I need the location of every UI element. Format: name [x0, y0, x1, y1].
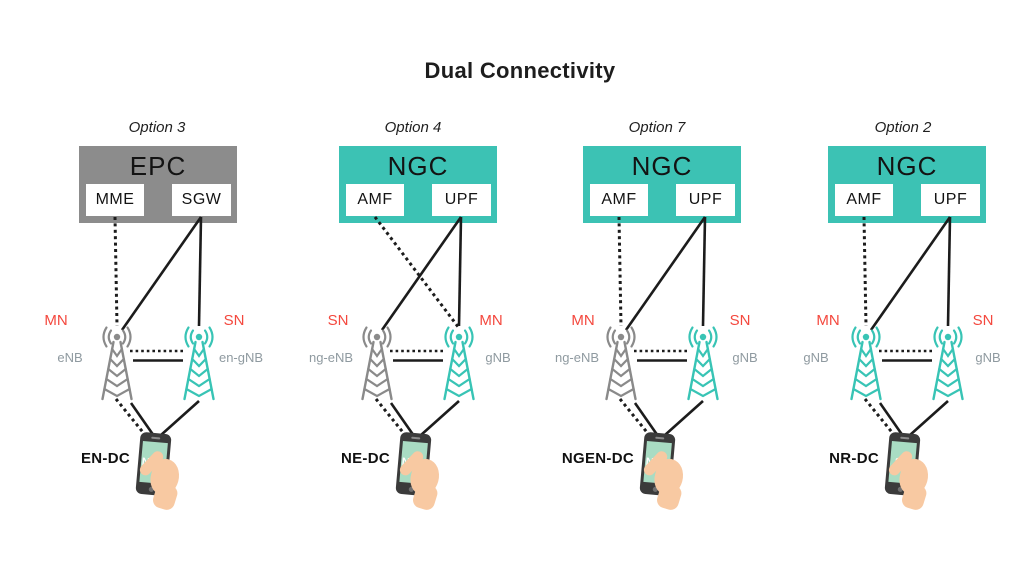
role-label-mn: MN	[816, 312, 840, 329]
user-plane-link-right	[946, 216, 952, 327]
upf-node: UPF	[432, 184, 491, 216]
ue-phone: SA	[883, 431, 932, 512]
dc-name-ne-dc: NE-DC	[341, 450, 390, 467]
user-plane-link-left	[869, 216, 952, 331]
ue-user-link-right	[420, 400, 460, 436]
page-title: Dual Connectivity	[424, 58, 616, 83]
ran-label-gnb: gNB	[485, 350, 511, 365]
ue-user-link-left	[878, 402, 905, 437]
user-plane-link-left	[380, 216, 463, 331]
ue-user-link-right	[909, 400, 949, 436]
ran-label-gnb: gNB	[803, 350, 829, 365]
core-name: EPC	[129, 151, 187, 181]
ng-enb-tower-icon	[361, 326, 393, 401]
option-7-label: Option 7	[628, 119, 686, 136]
ran-label-en-gnb: en-gNB	[218, 350, 264, 365]
role-label-sn: SN	[972, 312, 994, 329]
gnb-tower-icon	[687, 326, 719, 401]
control-plane-link	[373, 216, 461, 329]
epc-core-box: EPC MME SGW	[79, 146, 237, 223]
role-label-sn: SN	[327, 312, 349, 329]
enb-tower-icon	[101, 326, 133, 401]
ran-label-ng-enb: ng-eNB	[554, 350, 600, 365]
role-label-sn: SN	[223, 312, 245, 329]
dc-name-ngen-dc: NGEN-DC	[561, 450, 634, 467]
core-name: NGC	[876, 151, 938, 181]
user-plane-link-right	[701, 216, 707, 327]
gnb-tower-icon	[932, 326, 964, 401]
core-name: NGC	[387, 151, 449, 181]
user-plane-link-right	[197, 216, 203, 327]
en-gnb-tower-icon	[183, 326, 215, 401]
gnb-tower-icon	[443, 326, 475, 401]
option-4-links	[361, 216, 475, 437]
upf-node: UPF	[676, 184, 735, 216]
sgw-node: SGW	[172, 184, 231, 216]
user-plane-link-right	[457, 216, 463, 327]
ue-phone: NSA	[134, 431, 183, 512]
amf-node: AMF	[346, 184, 404, 216]
ue-user-link-left	[129, 402, 156, 437]
ue-user-link-right	[160, 400, 200, 436]
ue-control-link	[114, 398, 148, 437]
user-plane-link-left	[120, 216, 203, 331]
ue-control-link	[618, 398, 652, 437]
option-2-label: Option 2	[874, 119, 932, 136]
ue-phone: NSA	[638, 431, 687, 512]
ran-label-gnb: gNB	[732, 350, 758, 365]
ue-user-link-left	[389, 402, 416, 437]
ue-phone: NSA	[394, 431, 443, 512]
core-name: NGC	[631, 151, 693, 181]
amf-node: AMF	[835, 184, 893, 216]
role-label-mn: MN	[571, 312, 595, 329]
amf-node: AMF	[590, 184, 648, 216]
role-label-sn: SN	[729, 312, 751, 329]
role-label-mn: MN	[479, 312, 503, 329]
ue-user-link-right	[664, 400, 704, 436]
mme-node: MME	[86, 184, 144, 216]
ngc-core-box-2: NGC AMF UPF	[583, 146, 741, 223]
option-3-links	[101, 216, 215, 437]
option-7-links	[605, 216, 719, 437]
ue-user-link-left	[633, 402, 660, 437]
ran-label-enb: eNB	[57, 350, 83, 365]
option-3-label: Option 3	[128, 119, 186, 136]
upf-node: UPF	[921, 184, 980, 216]
user-plane-link-left	[624, 216, 707, 331]
ue-control-link	[863, 398, 897, 437]
control-plane-link	[113, 216, 119, 327]
dc-name-nr-dc: NR-DC	[829, 450, 879, 467]
gnb-tower-icon	[850, 326, 882, 401]
control-plane-link	[617, 216, 623, 327]
control-plane-link	[862, 216, 868, 327]
ngc-core-box-1: NGC AMF UPF	[339, 146, 497, 223]
option-4-label: Option 4	[384, 119, 442, 136]
dc-name-en-dc: EN-DC	[81, 450, 130, 467]
ran-label-ng-enb: ng-eNB	[308, 350, 354, 365]
role-label-mn: MN	[44, 312, 68, 329]
ngc-core-box-3: NGC AMF UPF	[828, 146, 986, 223]
ue-control-link	[374, 398, 408, 437]
ng-enb-tower-icon	[605, 326, 637, 401]
ran-label-gnb: gNB	[975, 350, 1001, 365]
option-2-links	[850, 216, 964, 437]
